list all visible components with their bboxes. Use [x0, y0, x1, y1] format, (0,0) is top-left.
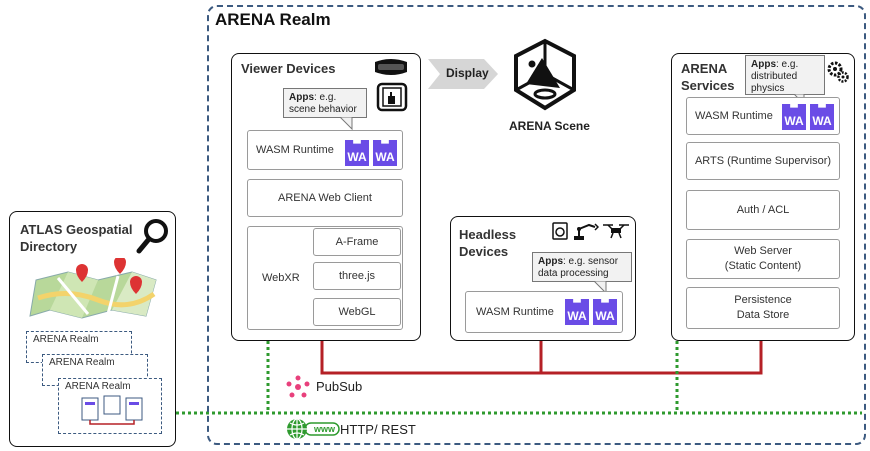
services-callout-text: : e.g. distributed physics	[751, 59, 799, 94]
viewer-wa-1: WA	[345, 140, 369, 166]
headless-wa-2: WA	[593, 299, 617, 325]
gears-icon	[827, 61, 849, 83]
drone-icon	[603, 224, 629, 239]
www-label: www	[314, 424, 336, 434]
realm-thumbnail-icon	[81, 395, 143, 425]
auth-acl-box: Auth / ACL	[686, 190, 840, 230]
atlas-title-2: Directory	[20, 239, 78, 254]
http-rest-label: HTTP/ REST	[340, 422, 416, 437]
persistence-line1: Persistence	[734, 294, 792, 306]
map-icon	[29, 258, 157, 319]
vr-headset-icon	[375, 59, 407, 75]
display-arrow-icon	[428, 59, 498, 89]
headless-wasm-runtime: WASM Runtime	[465, 291, 623, 333]
arena-web-client: ARENA Web Client	[247, 179, 403, 217]
persistence-box: Persistence Data Store	[686, 287, 840, 329]
robot-arm-icon	[574, 223, 599, 240]
headless-callout-text: : e.g. sensor data processing	[538, 256, 619, 279]
headless-wa-1: WA	[565, 299, 589, 325]
web-server-line1: Web Server	[734, 245, 792, 257]
web-server-line2: (Static Content)	[724, 260, 802, 272]
viewer-wasm-label: WASM Runtime	[256, 143, 334, 156]
atlas-title-1: ATLAS Geospatial	[20, 222, 133, 237]
services-wasm-label: WASM Runtime	[695, 109, 773, 122]
headless-apps-callout: Apps: e.g. sensor data processing	[532, 252, 632, 282]
headless-wasm-label: WASM Runtime	[476, 305, 554, 318]
viewer-apps-callout: Apps: e.g. scene behavior	[283, 88, 367, 118]
viewer-callout-pointer	[339, 117, 353, 131]
headless-devices-title-1: Headless	[459, 227, 517, 242]
threejs-box: three.js	[313, 262, 401, 290]
services-wa-1: WA	[782, 104, 806, 130]
arena-services-title-2: Services	[681, 78, 735, 93]
webgl-box: WebGL	[313, 298, 401, 326]
pubsub-label: PubSub	[316, 379, 363, 394]
arena-services-title-1: ARENA	[681, 61, 728, 76]
arts-box: ARTS (Runtime Supervisor)	[686, 142, 840, 180]
atlas-realm-1: ARENA Realm	[33, 334, 99, 345]
atlas-realm-2: ARENA Realm	[49, 357, 115, 368]
aframe-box: A-Frame	[313, 228, 401, 256]
pubsub-icon	[286, 375, 310, 398]
arena-scene-label: ARENA Scene	[509, 119, 590, 133]
tablet-touch-icon	[376, 82, 408, 112]
globe-icon	[287, 418, 340, 440]
persistence-line2: Data Store	[736, 309, 790, 321]
services-wa-2: WA	[810, 104, 834, 130]
display-label: Display	[446, 66, 489, 80]
viewer-callout-bold: Apps	[289, 92, 314, 103]
magnifier-icon	[136, 219, 168, 254]
headless-callout-pointer	[593, 281, 607, 295]
web-server-box: Web Server (Static Content)	[686, 239, 840, 279]
services-apps-callout: Apps: e.g. distributed physics	[745, 55, 825, 95]
headless-callout-bold: Apps	[538, 256, 563, 267]
atlas-realm-3: ARENA Realm	[65, 381, 131, 392]
viewer-wa-2: WA	[373, 140, 397, 166]
viewer-devices-title: Viewer Devices	[241, 61, 336, 76]
services-callout-bold: Apps	[751, 59, 776, 70]
headless-devices-title-2: Devices	[459, 244, 509, 259]
arena-realm-title: ARENA Realm	[215, 10, 331, 29]
viewer-callout-text: : e.g. scene behavior	[289, 92, 357, 115]
arena-realm-container	[207, 5, 866, 445]
washer-icon	[552, 222, 568, 240]
scene-cube-icon	[514, 38, 576, 111]
